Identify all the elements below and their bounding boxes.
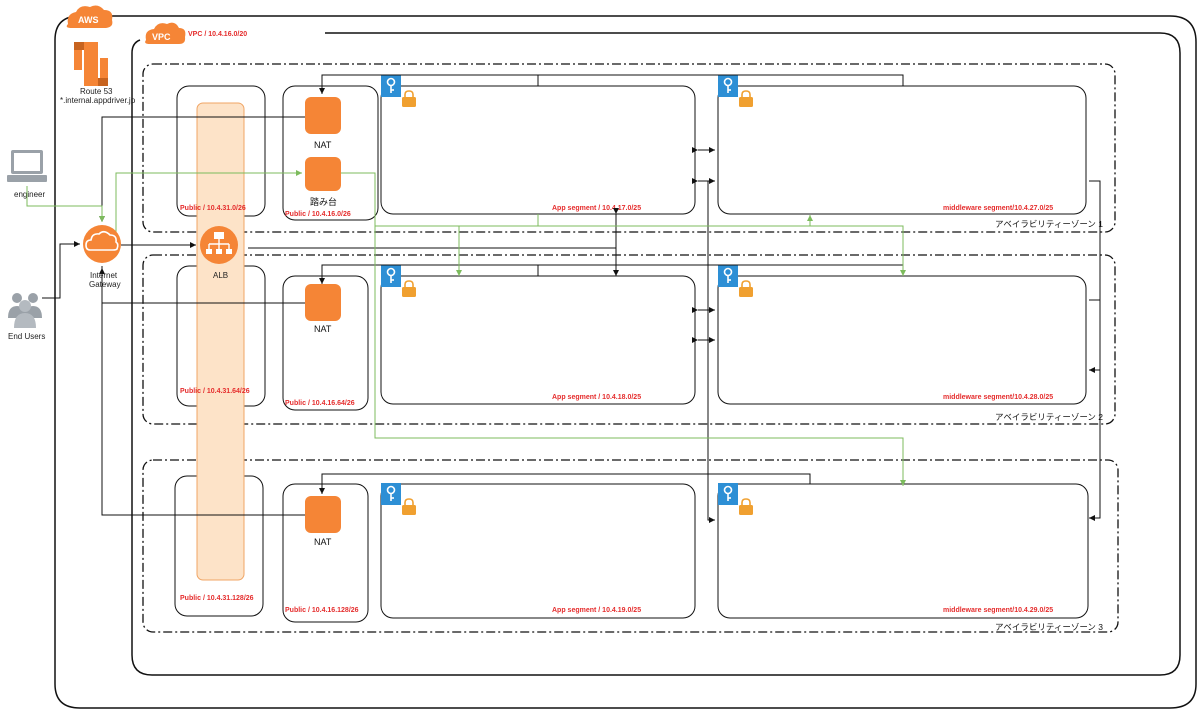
internet-gateway: Internet Gateway xyxy=(83,225,121,289)
app-subnet-1 xyxy=(380,85,696,215)
app-subnet-2 xyxy=(380,275,696,405)
nat-icon xyxy=(305,97,341,134)
private-subnet-key-icon xyxy=(718,265,738,287)
middleware-subnet-2 xyxy=(717,275,1087,405)
nat-public-subnet-2-label: Public / 10.4.16.64/26 xyxy=(285,400,355,407)
route53: Route 53 *.internal.appdriver.jp xyxy=(60,42,136,105)
vpc-badge: VPC xyxy=(145,22,186,44)
lock-icon xyxy=(402,498,416,515)
bastion-instance: 踏み台 xyxy=(305,157,341,207)
nat-icon xyxy=(305,284,341,321)
engineer-label: engineer xyxy=(14,190,45,199)
bastion-label: 踏み台 xyxy=(310,196,337,207)
connectors-green xyxy=(26,170,906,486)
nat-label: NAT xyxy=(314,324,332,334)
app-subnet-3 xyxy=(380,483,696,619)
lock-icon xyxy=(739,280,753,297)
private-subnet-key-icon xyxy=(381,265,401,287)
laptop-icon xyxy=(7,150,47,182)
middleware-subnet-3 xyxy=(717,483,1089,619)
end-users: End Users xyxy=(8,293,45,341)
nat-public-subnet-3-label: Public / 10.4.16.128/26 xyxy=(285,607,359,614)
lock-icon xyxy=(402,280,416,297)
nat-instance-3: NAT xyxy=(305,496,341,547)
vpc-container: VPC VPC / 10.4.16.0/20 xyxy=(131,22,1181,676)
private-subnet-key-icon xyxy=(381,75,401,97)
az-label: アベイラビリティーゾーン 2 xyxy=(995,412,1103,422)
route53-icon xyxy=(74,42,108,86)
nat-instance-1: NAT xyxy=(305,97,341,150)
vpc-badge-label: VPC xyxy=(152,32,171,42)
igw-label-line1: Internet xyxy=(90,271,118,280)
bastion-icon xyxy=(305,157,341,191)
private-subnet-key-icon xyxy=(718,75,738,97)
nat-public-subnet-2 xyxy=(282,275,369,411)
aws-badge: AWS xyxy=(66,5,113,29)
users-icon xyxy=(8,293,42,328)
igw-icon xyxy=(83,225,121,263)
route53-domain: *.internal.appdriver.jp xyxy=(60,96,136,105)
nat-icon xyxy=(305,496,341,533)
lock-icon xyxy=(739,90,753,107)
nat-public-subnet-1-label: Public / 10.4.16.0/26 xyxy=(285,211,351,218)
app-subnet-3-label: App segment / 10.4.19.0/25 xyxy=(552,607,641,614)
availability-zone-1: アベイラビリティーゾーン 1 xyxy=(142,63,1116,233)
alb-public-subnet-2-label: Public / 10.4.31.64/26 xyxy=(180,388,250,395)
app-subnet-1-label: App segment / 10.4.17.0/25 xyxy=(552,205,641,212)
nat-instance-2: NAT xyxy=(305,284,341,334)
nat-public-subnet-3 xyxy=(282,483,369,623)
middleware-subnet-1 xyxy=(717,85,1087,215)
vpc-cidr: VPC / 10.4.16.0/20 xyxy=(188,31,247,38)
nat-label: NAT xyxy=(314,140,332,150)
app-subnet-2-label: App segment / 10.4.18.0/25 xyxy=(552,394,641,401)
route53-name: Route 53 xyxy=(80,87,113,96)
alb: ALB xyxy=(200,226,238,280)
alb-public-subnet-3-label: Public / 10.4.31.128/26 xyxy=(180,595,254,602)
engineer: engineer xyxy=(7,150,47,199)
aws-badge-label: AWS xyxy=(78,15,99,25)
alb-public-subnet-1-label: Public / 10.4.31.0/26 xyxy=(180,205,246,212)
lock-icon xyxy=(402,90,416,107)
nat-label: NAT xyxy=(314,537,332,547)
availability-zone-3: アベイラビリティーゾーン 3 xyxy=(142,459,1119,633)
alb-label: ALB xyxy=(213,271,228,280)
nat-public-subnet-1 xyxy=(282,85,379,221)
middleware-subnet-2-label: middleware segment/10.4.28.0/25 xyxy=(943,394,1053,401)
private-subnet-key-icon xyxy=(718,483,738,505)
private-subnet-key-icon xyxy=(381,483,401,505)
az-label: アベイラビリティーゾーン 1 xyxy=(995,219,1103,229)
middleware-subnet-1-label: middleware segment/10.4.27.0/25 xyxy=(943,205,1053,212)
aws-cloud-container: AWS xyxy=(54,5,1197,709)
igw-label-line2: Gateway xyxy=(89,280,121,289)
end-users-label: End Users xyxy=(8,332,45,341)
alb-band xyxy=(196,102,245,581)
availability-zone-2: アベイラビリティーゾーン 2 xyxy=(142,254,1116,425)
az-label: アベイラビリティーゾーン 3 xyxy=(995,622,1103,632)
lock-icon xyxy=(739,498,753,515)
middleware-subnet-3-label: middleware segment/10.4.29.0/25 xyxy=(943,607,1053,614)
